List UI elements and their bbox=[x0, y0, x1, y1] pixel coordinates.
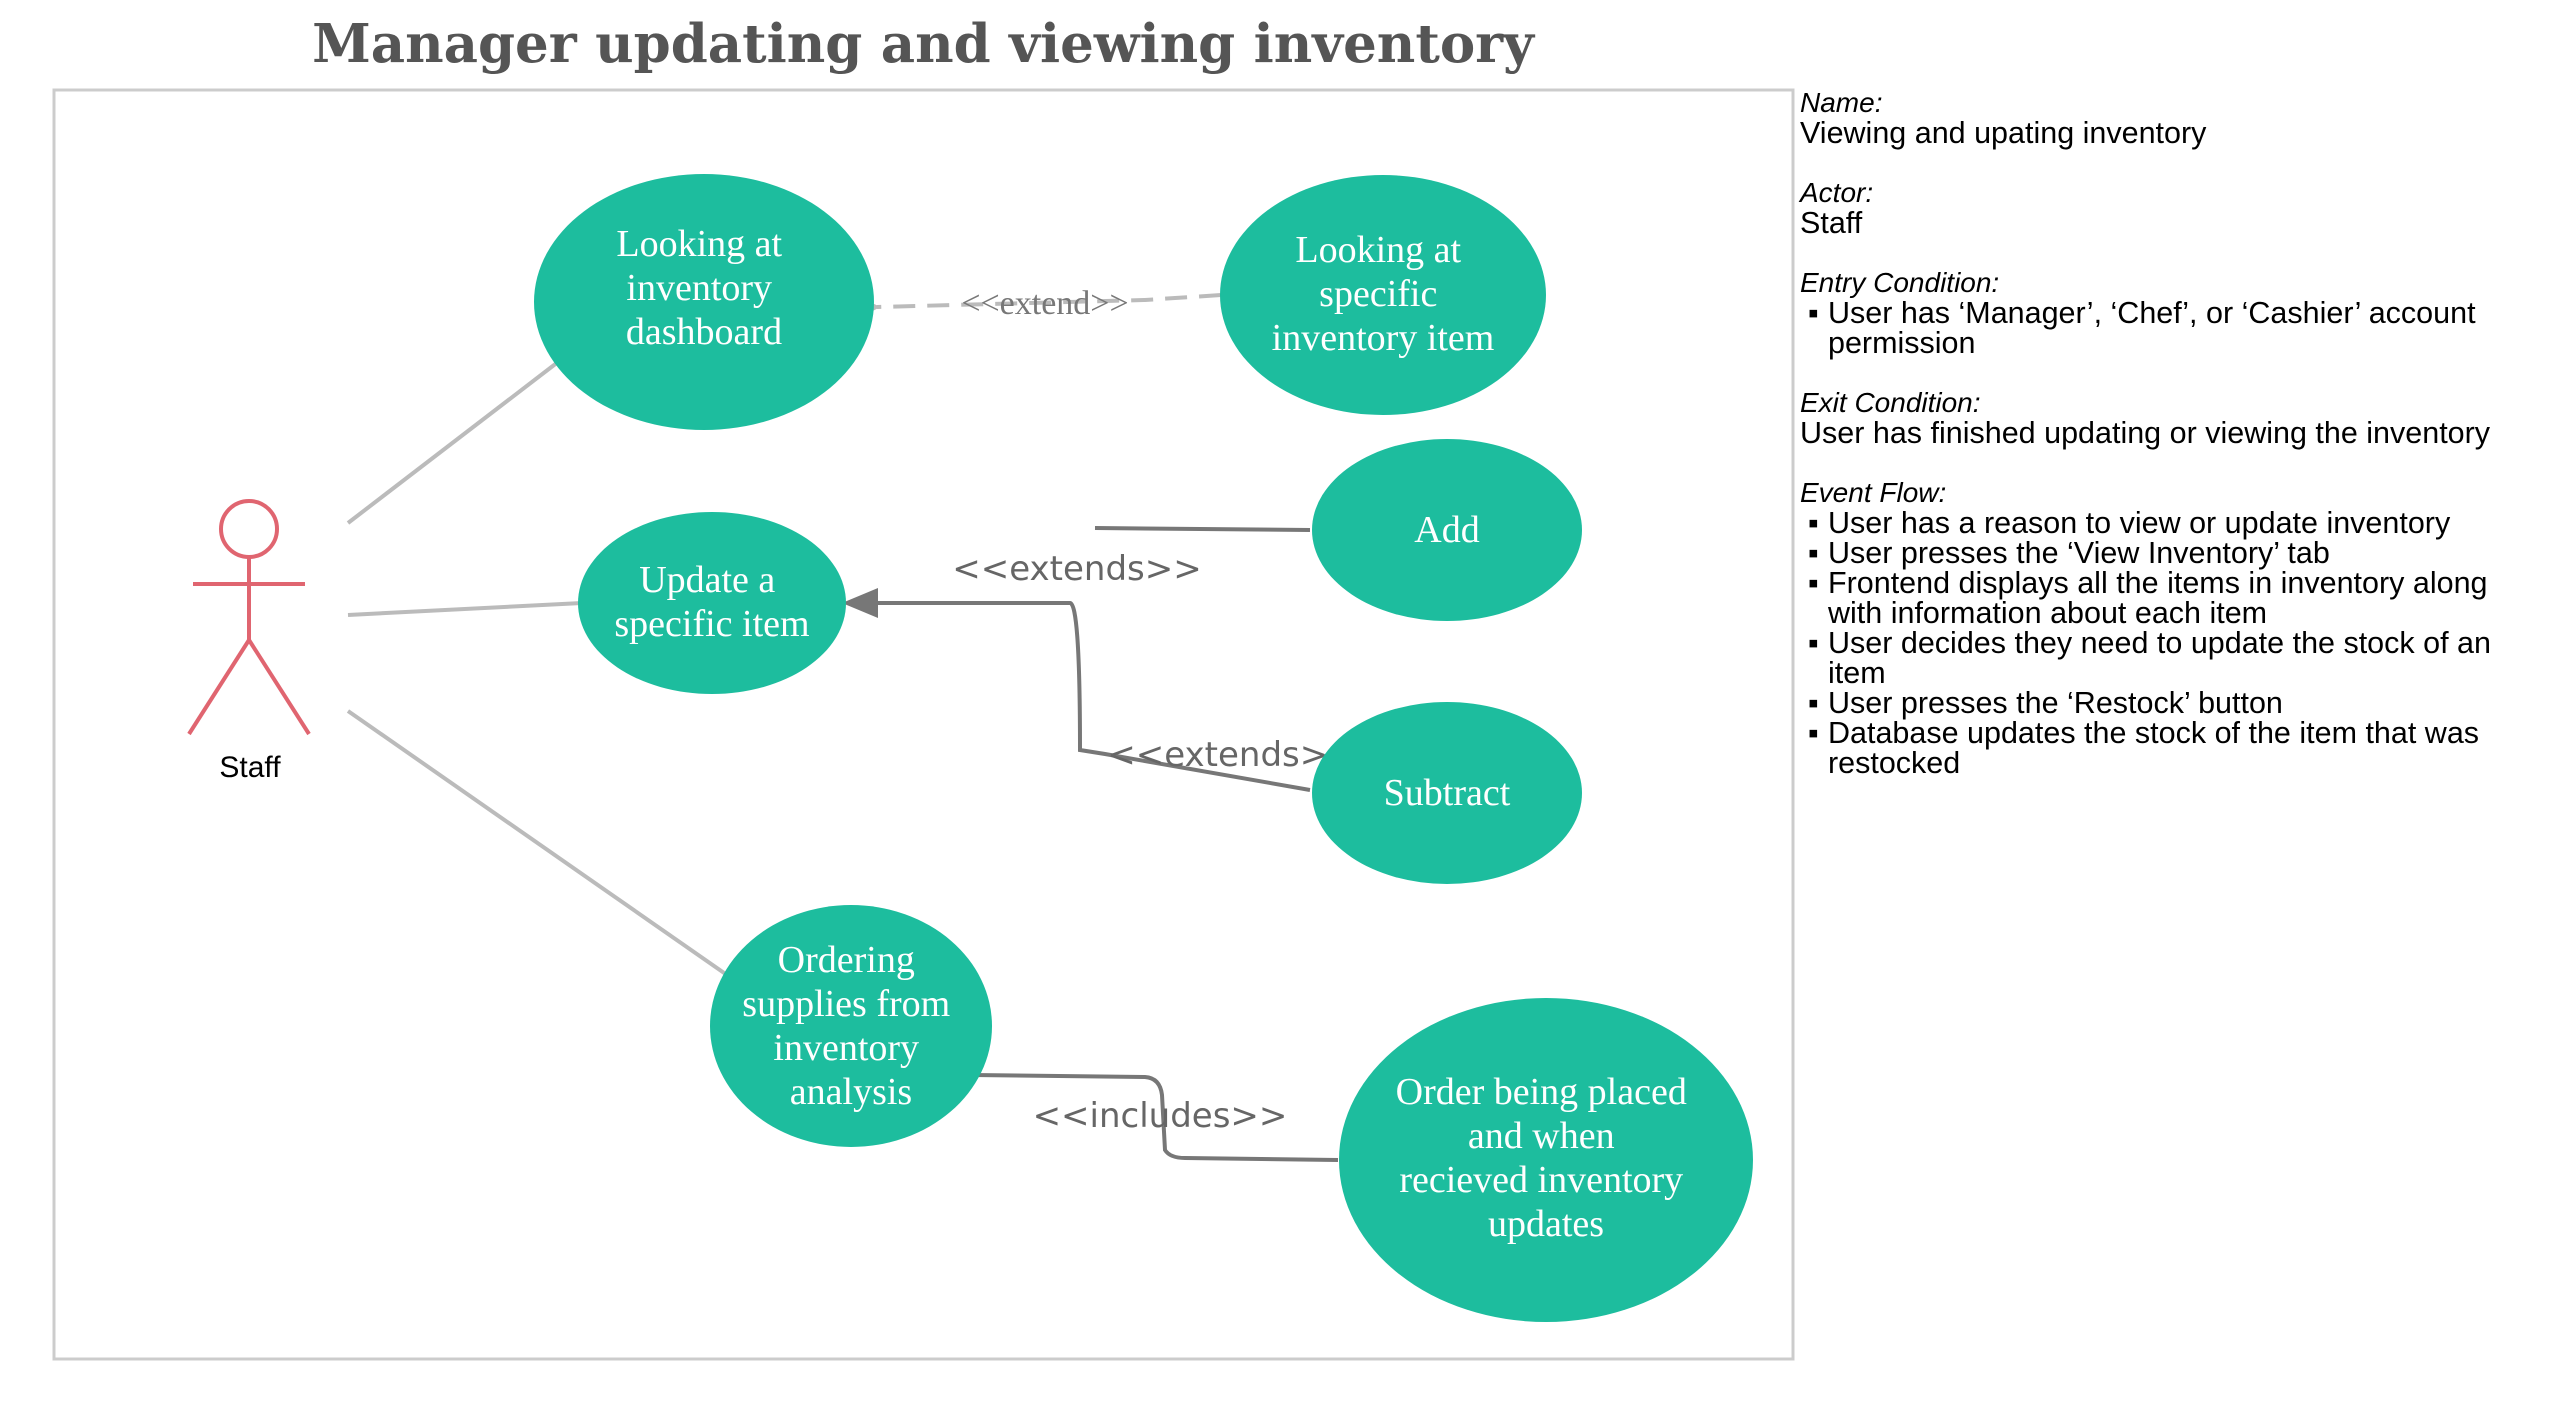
actor-section: Actor: Staff bbox=[1800, 177, 2540, 240]
flow-label: Event Flow: bbox=[1800, 477, 1947, 508]
flow-item: User has a reason to view or update inve… bbox=[1800, 508, 2540, 539]
exit-label: Exit Condition: bbox=[1800, 387, 1981, 418]
extends-arrowhead bbox=[842, 588, 878, 618]
use-case-specific-item[interactable]: Looking at specific inventory item bbox=[1220, 175, 1546, 415]
entry-item: User has ‘Manager’, ‘Chef’, or ‘Cashier’… bbox=[1800, 298, 2540, 359]
flow-section: Event Flow: User has a reason to view or… bbox=[1800, 477, 2540, 779]
svg-text:Add: Add bbox=[1414, 509, 1479, 551]
name-section: Name: Viewing and upating inventory bbox=[1800, 87, 2540, 150]
svg-text:Looking at specific: Looking at specific inventory item bbox=[1272, 229, 1495, 359]
entry-list: User has ‘Manager’, ‘Chef’, or ‘Cashier’… bbox=[1800, 298, 2540, 359]
extend-arrow bbox=[877, 293, 1222, 307]
svg-text:Order being placed and w: Order being placed and when recieved inv… bbox=[1396, 1071, 1697, 1245]
extend-label: <<extend>> bbox=[961, 285, 1128, 322]
extends-subtract-label: <<extends>> bbox=[1107, 735, 1357, 775]
use-case-update-item[interactable]: Update a specific item bbox=[578, 512, 846, 694]
actor-right-leg bbox=[247, 638, 311, 736]
use-case-description: Name: Viewing and upating inventory Acto… bbox=[1800, 88, 2540, 808]
extends-connector bbox=[850, 601, 1311, 792]
flow-item: User decides they need to update the sto… bbox=[1800, 628, 2540, 689]
entry-label: Entry Condition: bbox=[1800, 267, 2000, 298]
name-label: Name: bbox=[1800, 87, 1883, 118]
includes-label: <<includes>> bbox=[1033, 1096, 1288, 1136]
actor-head bbox=[219, 499, 279, 559]
flow-item: Database updates the stock of the item t… bbox=[1800, 718, 2540, 779]
flow-item: User presses the ‘Restock’ button bbox=[1800, 688, 2540, 719]
actor-staff[interactable] bbox=[187, 499, 311, 736]
extends-add-label: <<extends>> bbox=[952, 549, 1202, 589]
diagram-title: Manager updating and viewing inventory bbox=[312, 13, 1536, 75]
exit-section: Exit Condition: User has finished updati… bbox=[1800, 387, 2540, 450]
entry-section: Entry Condition: User has ‘Manager’, ‘Ch… bbox=[1800, 267, 2540, 359]
svg-text:Subtract: Subtract bbox=[1384, 772, 1511, 814]
flow-list: User has a reason to view or update inve… bbox=[1800, 508, 2540, 779]
extends-add-line bbox=[1094, 526, 1311, 532]
actor-left-leg bbox=[187, 638, 251, 736]
svg-text:Update a specific item: Update a specific item bbox=[614, 559, 809, 645]
flow-item: User presses the ‘View Inventory’ tab bbox=[1800, 538, 2540, 569]
svg-text:Ordering supplies from: Ordering supplies from inventory analysi… bbox=[742, 939, 959, 1113]
exit-value: User has finished updating or viewing th… bbox=[1800, 416, 2491, 450]
includes-connector bbox=[971, 1073, 1339, 1162]
use-case-add[interactable]: Add bbox=[1312, 439, 1582, 621]
use-case-order-placed[interactable]: Order being placed and when recieved inv… bbox=[1339, 998, 1753, 1322]
association-ordering bbox=[346, 709, 729, 977]
system-boundary bbox=[52, 88, 1795, 1361]
use-case-subtract[interactable]: Subtract bbox=[1312, 702, 1582, 884]
use-case-ordering[interactable]: Ordering supplies from inventory analysi… bbox=[710, 905, 992, 1147]
actor-label: Staff bbox=[219, 751, 281, 784]
actor-section-label: Actor: bbox=[1800, 177, 1874, 208]
flow-item: Frontend displays all the items in inven… bbox=[1800, 568, 2540, 629]
actor-value: Staff bbox=[1800, 206, 1863, 240]
svg-text:Looking at inventory: Looking at inventory dashboard bbox=[616, 223, 791, 353]
association-update bbox=[347, 601, 583, 617]
use-case-dashboard[interactable]: Looking at inventory dashboard bbox=[534, 174, 874, 430]
association-dashboard bbox=[346, 360, 560, 525]
name-value: Viewing and upating inventory bbox=[1800, 116, 2207, 150]
